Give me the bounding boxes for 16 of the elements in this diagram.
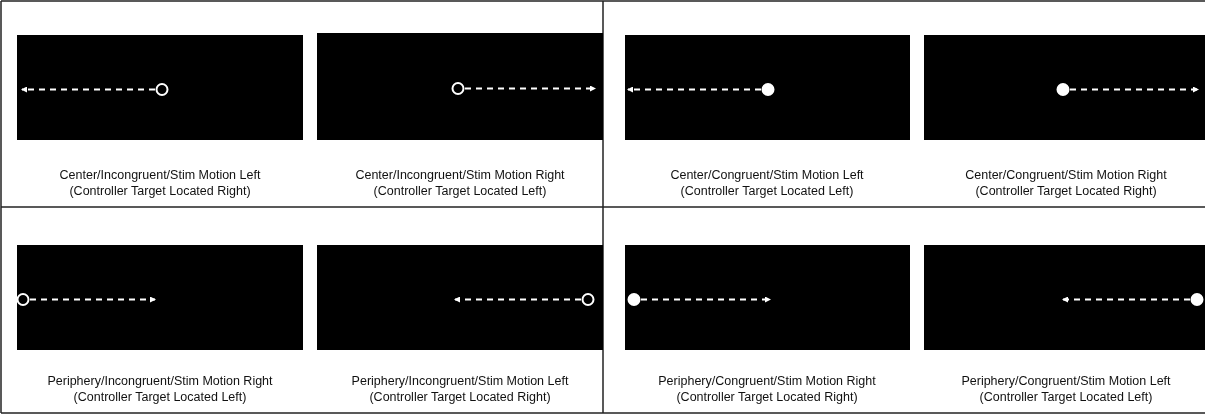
caption-text: Periphery/Congruent/Stim Motion Left xyxy=(961,374,1171,389)
caption-text: Center/Incongruent/Stim Motion Right xyxy=(355,168,565,183)
caption-text: (Controller Target Located Left) xyxy=(73,390,247,405)
caption-text: (Controller Target Located Right) xyxy=(369,390,551,405)
caption-text: (Controller Target Located Right) xyxy=(975,184,1157,199)
caption-text: (Controller Target Located Right) xyxy=(69,184,251,199)
caption-text: (Controller Target Located Left) xyxy=(680,184,854,199)
caption-text: Center/Congruent/Stim Motion Right xyxy=(965,168,1167,183)
caption-text: Periphery/Incongruent/Stim Motion Right xyxy=(47,374,273,389)
caption-text: Periphery/Incongruent/Stim Motion Left xyxy=(351,374,569,389)
caption-text: (Controller Target Located Right) xyxy=(676,390,858,405)
caption-text: Center/Congruent/Stim Motion Left xyxy=(670,168,864,183)
caption-text: Periphery/Congruent/Stim Motion Right xyxy=(658,374,876,389)
caption-text: Center/Incongruent/Stim Motion Left xyxy=(59,168,261,183)
caption-text: (Controller Target Located Left) xyxy=(373,184,547,199)
caption-text: (Controller Target Located Left) xyxy=(979,390,1153,405)
